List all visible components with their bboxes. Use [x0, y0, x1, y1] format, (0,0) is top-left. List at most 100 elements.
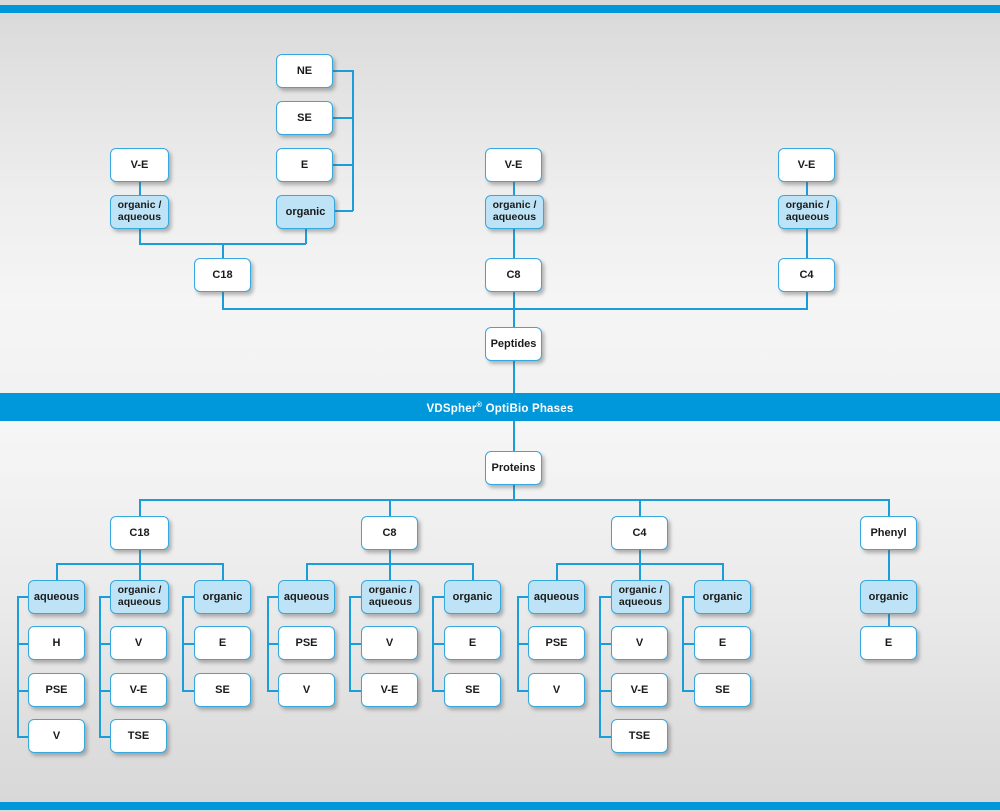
- node-proteins-phase-c18[interactable]: C18: [110, 516, 169, 550]
- node-c4-oa-v[interactable]: V: [611, 626, 668, 660]
- connector: [639, 499, 641, 517]
- connector: [888, 550, 890, 580]
- node-c18-oa-ve[interactable]: V-E: [110, 673, 167, 707]
- connector: [139, 228, 141, 244]
- node-peptides-c8-organic-aqueous[interactable]: organic / aqueous: [485, 195, 544, 229]
- connector: [599, 643, 612, 645]
- node-peptides-c18-organic[interactable]: organic: [276, 195, 335, 229]
- node-proteins-root[interactable]: Proteins: [485, 451, 542, 485]
- node-phenyl-organic[interactable]: organic: [860, 580, 917, 614]
- connector: [349, 690, 362, 692]
- node-peptides-root[interactable]: Peptides: [485, 327, 542, 361]
- node-c8-aqueous[interactable]: aqueous: [278, 580, 335, 614]
- connector: [599, 596, 601, 737]
- node-peptides-phase-c4[interactable]: C4: [778, 258, 835, 292]
- node-peptides-phase-c8[interactable]: C8: [485, 258, 542, 292]
- node-c18-aqueous[interactable]: aqueous: [28, 580, 85, 614]
- node-c18-oa-tse[interactable]: TSE: [110, 719, 167, 753]
- node-c8-organic-e[interactable]: E: [444, 626, 501, 660]
- node-c18-organic-e[interactable]: E: [194, 626, 251, 660]
- connector: [182, 690, 195, 692]
- node-c8-organic-aqueous[interactable]: organic / aqueous: [361, 580, 420, 614]
- connector: [333, 70, 353, 72]
- node-proteins-phase-c8[interactable]: C8: [361, 516, 418, 550]
- connector: [517, 690, 529, 692]
- connector: [139, 499, 890, 501]
- connector: [513, 181, 515, 195]
- connector: [17, 736, 29, 738]
- connector: [139, 181, 141, 195]
- connector: [333, 210, 353, 212]
- connector: [17, 643, 29, 645]
- node-c18-organic-se[interactable]: SE: [194, 673, 251, 707]
- node-peptides-c4-organic-aqueous[interactable]: organic / aqueous: [778, 195, 837, 229]
- connector: [432, 596, 445, 598]
- node-peptides-phase-c18[interactable]: C18: [194, 258, 251, 292]
- node-c18-aqueous-h[interactable]: H: [28, 626, 85, 660]
- node-c4-oa-ve[interactable]: V-E: [611, 673, 668, 707]
- node-peptides-ne[interactable]: NE: [276, 54, 333, 88]
- node-proteins-phase-c4[interactable]: C4: [611, 516, 668, 550]
- node-c4-aqueous[interactable]: aqueous: [528, 580, 585, 614]
- node-c8-aqueous-v[interactable]: V: [278, 673, 335, 707]
- connector: [333, 117, 353, 119]
- connector: [267, 643, 279, 645]
- section-banner: VDSpher® OptiBio Phases: [0, 393, 1000, 421]
- connector: [99, 596, 101, 737]
- connector: [17, 596, 29, 598]
- node-c4-organic-se[interactable]: SE: [694, 673, 751, 707]
- node-c4-oa-tse[interactable]: TSE: [611, 719, 668, 753]
- bottom-accent-bar: [0, 802, 1000, 810]
- node-c18-aqueous-v[interactable]: V: [28, 719, 85, 753]
- node-c8-oa-ve[interactable]: V-E: [361, 673, 418, 707]
- connector: [389, 550, 391, 564]
- connector: [639, 563, 641, 580]
- node-c4-aqueous-pse[interactable]: PSE: [528, 626, 585, 660]
- node-phenyl-organic-e[interactable]: E: [860, 626, 917, 660]
- connector: [513, 228, 515, 259]
- connector: [888, 613, 890, 630]
- connector: [432, 643, 445, 645]
- node-peptides-c18-ve[interactable]: V-E: [110, 148, 169, 182]
- connector: [639, 550, 641, 564]
- connector: [222, 243, 224, 259]
- node-c4-organic-aqueous[interactable]: organic / aqueous: [611, 580, 670, 614]
- connector: [182, 596, 195, 598]
- connector: [556, 563, 558, 580]
- node-peptides-c18-organic-aqueous[interactable]: organic / aqueous: [110, 195, 169, 229]
- connector: [222, 291, 224, 309]
- node-c18-aqueous-pse[interactable]: PSE: [28, 673, 85, 707]
- connector: [682, 643, 695, 645]
- node-c18-oa-v[interactable]: V: [110, 626, 167, 660]
- connector: [99, 643, 112, 645]
- connector: [513, 421, 515, 452]
- node-c4-organic-e[interactable]: E: [694, 626, 751, 660]
- top-accent-bar: [0, 5, 1000, 13]
- connector: [806, 181, 808, 195]
- node-c18-organic[interactable]: organic: [194, 580, 251, 614]
- node-c8-organic[interactable]: organic: [444, 580, 501, 614]
- node-c8-aqueous-pse[interactable]: PSE: [278, 626, 335, 660]
- node-peptides-c8-ve[interactable]: V-E: [485, 148, 542, 182]
- connector: [99, 736, 112, 738]
- connector: [306, 563, 308, 580]
- connector: [349, 596, 362, 598]
- node-c4-organic[interactable]: organic: [694, 580, 751, 614]
- connector: [56, 563, 58, 580]
- node-peptides-e[interactable]: E: [276, 148, 333, 182]
- node-c8-organic-se[interactable]: SE: [444, 673, 501, 707]
- node-c8-oa-v[interactable]: V: [361, 626, 418, 660]
- node-peptides-c4-ve[interactable]: V-E: [778, 148, 835, 182]
- node-c4-aqueous-v[interactable]: V: [528, 673, 585, 707]
- node-c18-organic-aqueous[interactable]: organic / aqueous: [110, 580, 169, 614]
- connector: [139, 550, 141, 564]
- connector: [472, 563, 474, 580]
- connector: [139, 563, 141, 580]
- node-proteins-phase-phenyl[interactable]: Phenyl: [860, 516, 917, 550]
- connector: [513, 291, 515, 309]
- connector: [432, 690, 445, 692]
- connector: [99, 596, 112, 598]
- connector: [99, 690, 112, 692]
- node-peptides-se[interactable]: SE: [276, 101, 333, 135]
- connector: [352, 70, 354, 211]
